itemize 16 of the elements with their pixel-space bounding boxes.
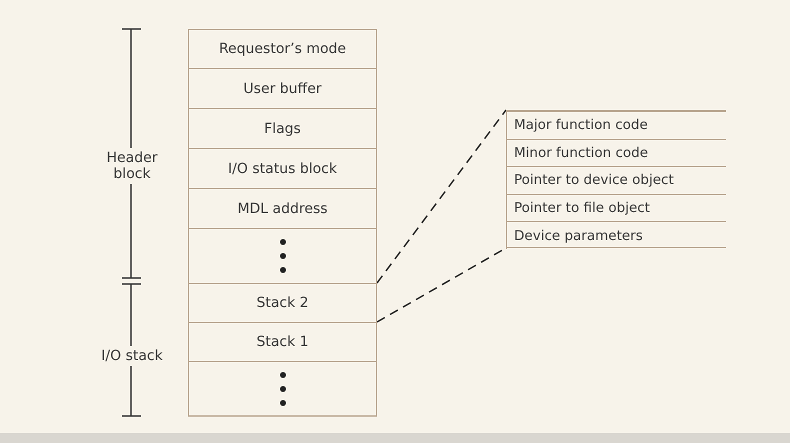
table-cell: Stack 1 bbox=[188, 322, 377, 361]
table-cell bbox=[188, 361, 377, 416]
table-cell: Requestor’s mode bbox=[188, 29, 377, 68]
table-cell: User buffer bbox=[188, 68, 377, 108]
field-row: Major function code bbox=[506, 111, 726, 139]
connector bbox=[376, 110, 507, 284]
field-row: Pointer to file object bbox=[506, 194, 726, 222]
table-cell: MDL address bbox=[188, 188, 377, 228]
field-row: Device parameters bbox=[506, 221, 726, 249]
field-table bbox=[506, 110, 726, 248]
table-cell: Stack 2 bbox=[188, 283, 377, 322]
field-row: Minor function code bbox=[506, 138, 726, 166]
table-cell: I/O status block bbox=[188, 148, 377, 188]
table-cell: Flags bbox=[188, 108, 377, 148]
table-cell bbox=[188, 228, 377, 283]
field-row: Pointer to device object bbox=[506, 166, 726, 194]
